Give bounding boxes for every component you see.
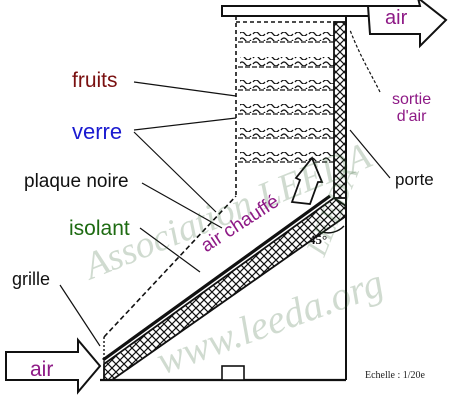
label-isolant: isolant bbox=[69, 217, 130, 240]
leader-porte bbox=[349, 129, 391, 179]
label-porte: porte bbox=[395, 170, 434, 189]
angle-arc bbox=[321, 225, 345, 234]
air-inlet-arrow bbox=[5, 337, 102, 395]
leader-verre-b bbox=[133, 131, 217, 213]
fruit-trays bbox=[238, 32, 336, 163]
air-outlet-arrow bbox=[366, 0, 448, 49]
leader-plaque bbox=[141, 182, 223, 229]
label-sortie-air: sortie d'air bbox=[392, 91, 432, 126]
tray-1 bbox=[240, 32, 334, 41]
insulation-band bbox=[103, 196, 347, 381]
tray-5 bbox=[240, 128, 334, 137]
label-sortie-line1: sortie bbox=[392, 91, 432, 108]
glass-cover bbox=[103, 195, 237, 338]
label-fruits: fruits bbox=[72, 69, 118, 92]
label-air-outlet: air bbox=[385, 7, 408, 29]
label-air-inlet: air bbox=[30, 358, 54, 381]
leader-isolant bbox=[139, 227, 201, 273]
leader-fruits bbox=[133, 81, 237, 97]
roof-lid bbox=[221, 5, 370, 17]
support-foot bbox=[221, 365, 245, 381]
label-plaque-noire: plaque noire bbox=[24, 171, 129, 192]
label-grille: grille bbox=[12, 269, 51, 289]
black-plate bbox=[102, 194, 331, 362]
heated-air-arrow bbox=[290, 156, 324, 205]
leader-lines bbox=[59, 29, 391, 347]
tray-3 bbox=[240, 80, 334, 89]
leader-grille bbox=[59, 284, 101, 347]
tray-4 bbox=[240, 104, 334, 113]
label-angle: 45° bbox=[309, 232, 328, 247]
leader-verre-a bbox=[133, 117, 237, 131]
label-scale: Echelle : 1/20e bbox=[365, 370, 425, 381]
leader-sortie bbox=[349, 29, 381, 93]
tray-2 bbox=[240, 57, 334, 66]
label-verre: verre bbox=[72, 119, 123, 144]
label-sortie-line2: d'air bbox=[396, 107, 427, 125]
tray-6 bbox=[240, 152, 334, 161]
